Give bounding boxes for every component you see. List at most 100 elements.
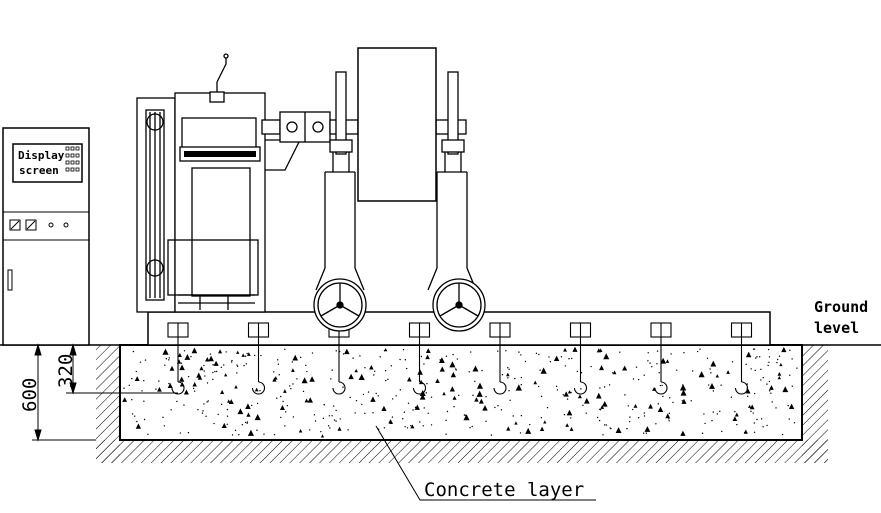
concrete-aggregate [485, 420, 487, 422]
concrete-aggregate [668, 418, 670, 420]
concrete-aggregate [565, 423, 570, 427]
concrete-aggregate [143, 380, 145, 382]
concrete-aggregate [637, 378, 640, 381]
concrete-aggregate [508, 368, 510, 371]
concrete-aggregate [208, 355, 214, 362]
concrete-aggregate [425, 348, 431, 353]
concrete-aggregate [187, 375, 190, 378]
concrete-aggregate [668, 397, 671, 399]
concrete-aggregate [231, 434, 234, 436]
concrete-leader-line [375, 425, 596, 501]
concrete-aggregate [680, 430, 686, 436]
concrete-aggregate [246, 421, 249, 423]
concrete-aggregate [327, 425, 330, 427]
concrete-aggregate [309, 429, 311, 431]
concrete-aggregate [494, 406, 496, 409]
concrete-aggregate [782, 386, 789, 393]
concrete-aggregate [291, 361, 294, 363]
concrete-aggregate [474, 397, 479, 402]
concrete-aggregate [134, 376, 140, 382]
concrete-aggregate [144, 359, 147, 361]
concrete-aggregate [645, 432, 648, 434]
cabinet-switches [9, 219, 69, 231]
concrete-aggregate [449, 361, 456, 368]
concrete-aggregate [283, 389, 287, 393]
concrete-aggregate [755, 357, 757, 359]
concrete-aggregate [469, 427, 471, 429]
concrete-aggregate [241, 424, 244, 426]
concrete-aggregate [458, 394, 460, 397]
drum [357, 47, 437, 202]
concrete-aggregate [304, 398, 309, 403]
concrete-aggregate [612, 372, 614, 374]
concrete-aggregate [384, 370, 387, 372]
concrete-aggregate [563, 413, 566, 416]
concrete-aggregate [224, 373, 228, 377]
concrete-aggregate [734, 412, 739, 417]
concrete-aggregate [721, 430, 723, 433]
concrete-aggregate [793, 422, 796, 424]
concrete-aggregate [770, 392, 772, 394]
concrete-aggregate [712, 411, 715, 413]
concrete-aggregate [259, 389, 261, 392]
concrete-aggregate [696, 350, 699, 353]
concrete-aggregate [538, 353, 540, 356]
concrete-aggregate [132, 350, 135, 353]
concrete-aggregate [193, 390, 196, 392]
concrete-aggregate [512, 415, 514, 417]
concrete-speckles [122, 346, 798, 438]
concrete-aggregate [375, 392, 377, 395]
concrete-aggregate [256, 402, 259, 405]
concrete-aggregate [505, 350, 507, 352]
concrete-aggregate [719, 410, 721, 413]
ground-level-label-line2: level [814, 319, 859, 337]
concrete-aggregate [251, 404, 253, 407]
concrete-aggregate [656, 350, 659, 352]
concrete-aggregate [122, 397, 128, 402]
concrete-aggregate [582, 404, 584, 406]
concrete-aggregate [342, 353, 345, 355]
concrete-aggregate [662, 395, 664, 398]
concrete-aggregate [612, 370, 617, 375]
concrete-aggregate [464, 414, 466, 417]
concrete-aggregate [254, 387, 259, 392]
concrete-aggregate [704, 422, 706, 425]
concrete-aggregate [478, 398, 484, 404]
concrete-aggregate [485, 396, 487, 398]
concrete-aggregate [245, 403, 251, 409]
concrete-aggregate [595, 392, 602, 399]
concrete-aggregate [403, 411, 406, 413]
concrete-aggregate [280, 395, 282, 398]
concrete-aggregate [203, 370, 205, 372]
concrete-aggregate [385, 379, 387, 382]
concrete-aggregate [515, 384, 522, 391]
concrete-aggregate [644, 426, 651, 432]
concrete-aggregate [599, 387, 601, 389]
concrete-aggregate [539, 426, 545, 431]
concrete-aggregate [282, 400, 284, 403]
concrete-aggregate [205, 415, 207, 418]
concrete-aggregate [568, 358, 570, 360]
concrete-aggregate [596, 416, 599, 419]
concrete-aggregate [609, 427, 611, 429]
concrete-aggregate [244, 355, 247, 357]
concrete-aggregate [404, 426, 406, 428]
concrete-aggregate [514, 421, 518, 425]
concrete-aggregate [278, 374, 280, 376]
concrete-aggregate [768, 390, 771, 392]
concrete-aggregate [569, 427, 574, 431]
concrete-aggregate [223, 364, 225, 366]
concrete-aggregate [349, 396, 351, 399]
concrete-aggregate [506, 372, 510, 377]
concrete-aggregate [212, 378, 214, 381]
concrete-aggregate [601, 400, 608, 407]
concrete-aggregate [389, 420, 393, 424]
concrete-aggregate [619, 351, 621, 353]
concrete-aggregate [277, 363, 280, 365]
concrete-aggregate [600, 405, 605, 409]
concrete-aggregate [212, 364, 214, 366]
concrete-aggregate [540, 367, 547, 374]
concrete-aggregate [535, 352, 538, 355]
concrete-aggregate [463, 414, 470, 421]
concrete-aggregate [760, 418, 763, 420]
